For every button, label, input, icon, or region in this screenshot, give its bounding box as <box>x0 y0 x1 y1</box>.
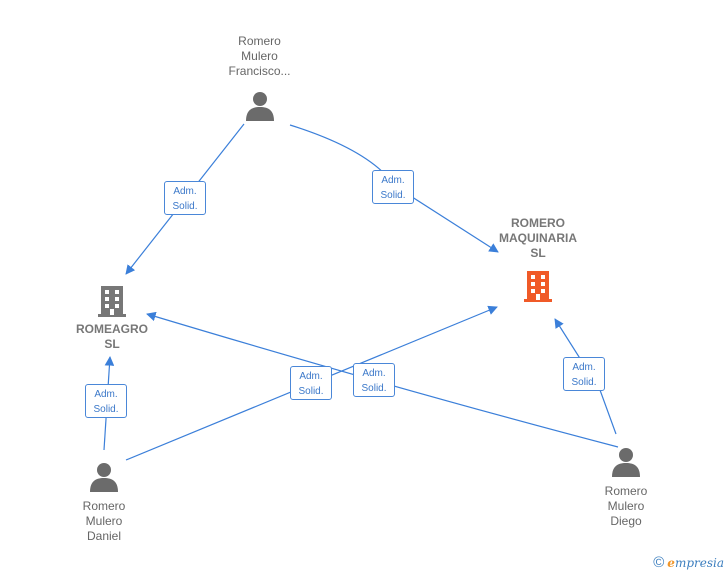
footer-brand: © empresia <box>653 554 724 571</box>
edge-label-diego-romeagro[interactable]: Adm. Solid. <box>353 363 395 397</box>
node-label: Romero Mulero Diego <box>604 484 648 528</box>
person-icon <box>90 463 118 492</box>
node-label: Romero Mulero Francisco... <box>228 34 291 78</box>
company-node-romero-maquinaria[interactable]: ROMERO MAQUINARIA SL <box>488 216 588 303</box>
node-label: Romero Mulero Daniel <box>82 499 126 543</box>
person-icon <box>245 92 274 121</box>
edge-label-daniel-romeagro[interactable]: Adm. Solid. <box>85 384 127 418</box>
node-label: ROMERO MAQUINARIA SL <box>499 216 577 260</box>
person-node-daniel[interactable]: Romero Mulero Daniel <box>58 462 150 544</box>
person-node-diego[interactable]: Romero Mulero Diego <box>580 447 672 529</box>
edge-label-francisco-romeagro[interactable]: Adm. Solid. <box>164 181 206 215</box>
node-label: ROMEAGRO SL <box>76 322 148 351</box>
company-node-romeagro[interactable]: ROMEAGRO SL <box>66 284 158 352</box>
building-icon <box>98 286 126 317</box>
building-icon <box>524 271 552 302</box>
edge-label-daniel-maquinaria[interactable]: Adm. Solid. <box>290 366 332 400</box>
brand-logo[interactable]: empresia <box>667 555 724 570</box>
person-icon <box>612 448 640 477</box>
person-node-francisco[interactable]: Romero Mulero Francisco... <box>212 34 307 123</box>
copyright-icon: © <box>653 554 665 571</box>
edge-label-diego-maquinaria[interactable]: Adm. Solid. <box>563 357 605 391</box>
edge-label-francisco-maquinaria[interactable]: Adm. Solid. <box>372 170 414 204</box>
